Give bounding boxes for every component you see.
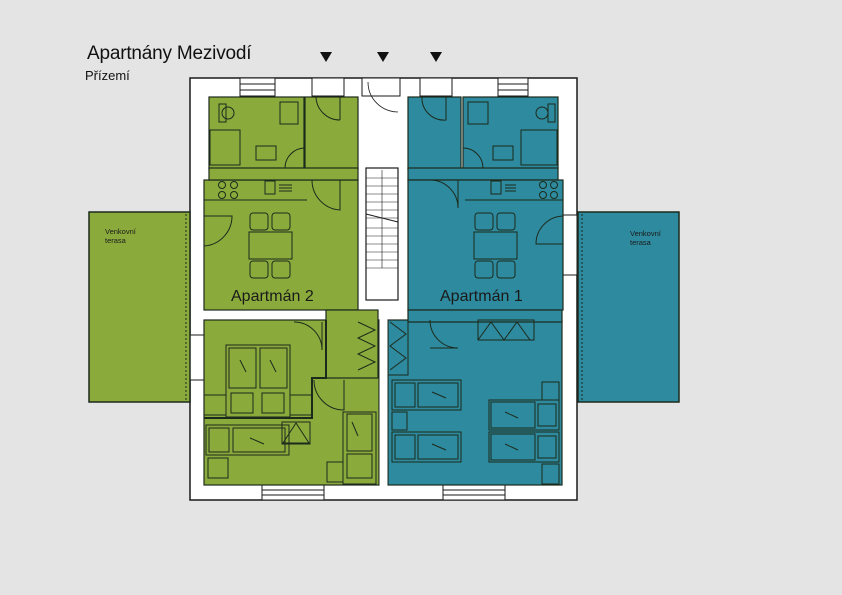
terrace-right-label-line2: terasa xyxy=(630,238,651,247)
staircase xyxy=(365,81,399,301)
entrance-arrow-icon xyxy=(320,52,332,62)
apartment-1-label: Apartmán 1 xyxy=(440,288,523,305)
terrace-right xyxy=(577,211,680,403)
entrance-arrow-icon xyxy=(377,52,389,62)
terrace-right-label: Venkovní terasa xyxy=(630,229,661,247)
floor-subtitle: Přízemí xyxy=(85,68,130,83)
page-title: Apartnány Mezivodí xyxy=(87,43,252,64)
entrance-arrow-icon xyxy=(430,52,442,62)
terrace-left-label-line1: Venkovní xyxy=(105,227,136,236)
terrace-left-label: Venkovní terasa xyxy=(105,227,136,245)
apartment-2-label: Apartmán 2 xyxy=(231,288,314,305)
terrace-right-label-line1: Venkovní xyxy=(630,229,661,238)
terrace-left-label-line2: terasa xyxy=(105,236,126,245)
terrace-left xyxy=(88,211,191,403)
